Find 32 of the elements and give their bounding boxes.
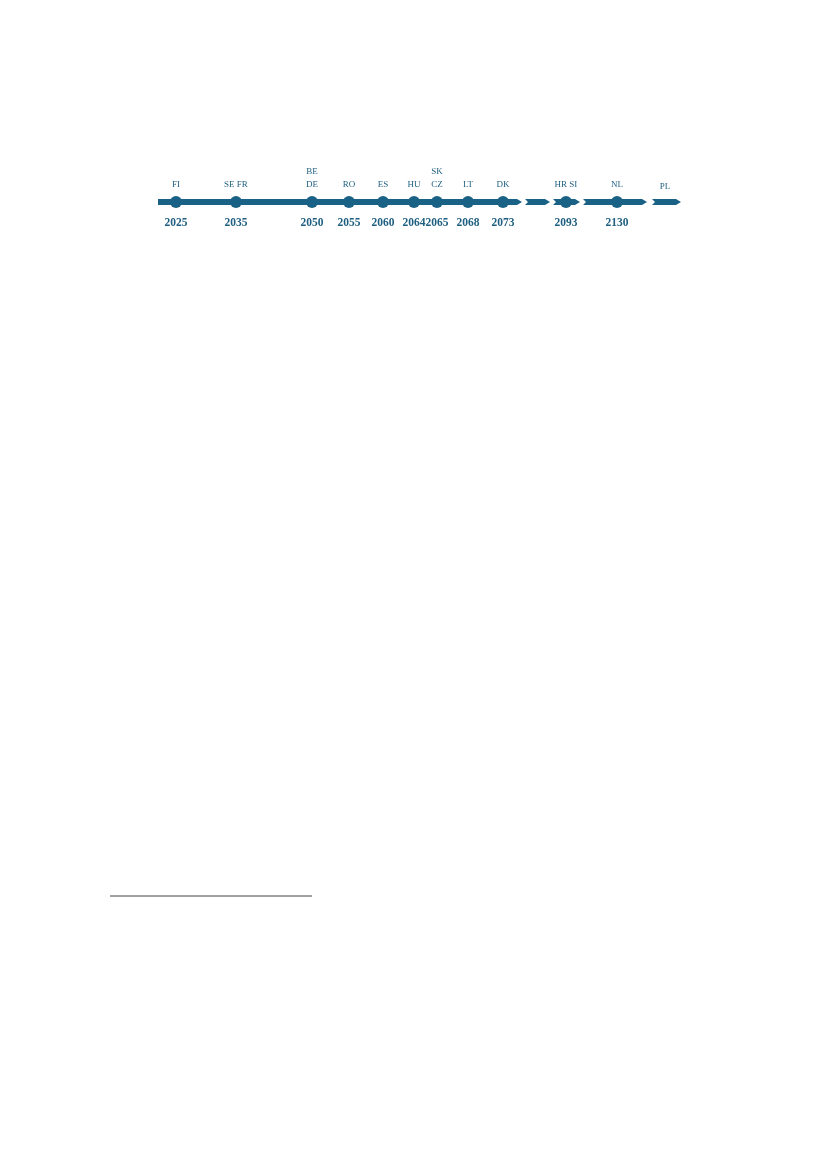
country-code: BE DE [305,165,319,191]
country-code: HU [406,178,422,191]
year-label: 2130 [604,216,630,228]
country-code: DK [495,178,511,191]
country-code: PL [658,180,672,193]
country-code: SE FR [224,178,248,191]
country-code: LT [461,178,475,191]
year-label: 2093 [553,216,579,228]
timeline-marker [343,196,355,208]
country-code: FI [171,178,181,191]
timeline-marker [377,196,389,208]
country-code: NL [610,178,624,191]
timeline-marker [408,196,420,208]
year-label: 2055 [336,216,362,228]
timeline-marker [560,196,572,208]
timeline-marker [497,196,509,208]
country-code: SK CZ [430,165,444,191]
year-label: 2050 [299,216,325,228]
timeline-marker [611,196,623,208]
timeline-marker [170,196,182,208]
year-label: 2025 [163,216,189,228]
year-label: 2035 [223,216,249,228]
country-code: RO [341,178,357,191]
timeline-marker [306,196,318,208]
year-label: 2068 [455,216,481,228]
timeline-marker [230,196,242,208]
timeline-marker [462,196,474,208]
country-code: ES [376,178,390,191]
year-label: 2060 [370,216,396,228]
timeline-marker [431,196,443,208]
country-code: HR SI [554,178,578,191]
year-label: 2073 [490,216,516,228]
